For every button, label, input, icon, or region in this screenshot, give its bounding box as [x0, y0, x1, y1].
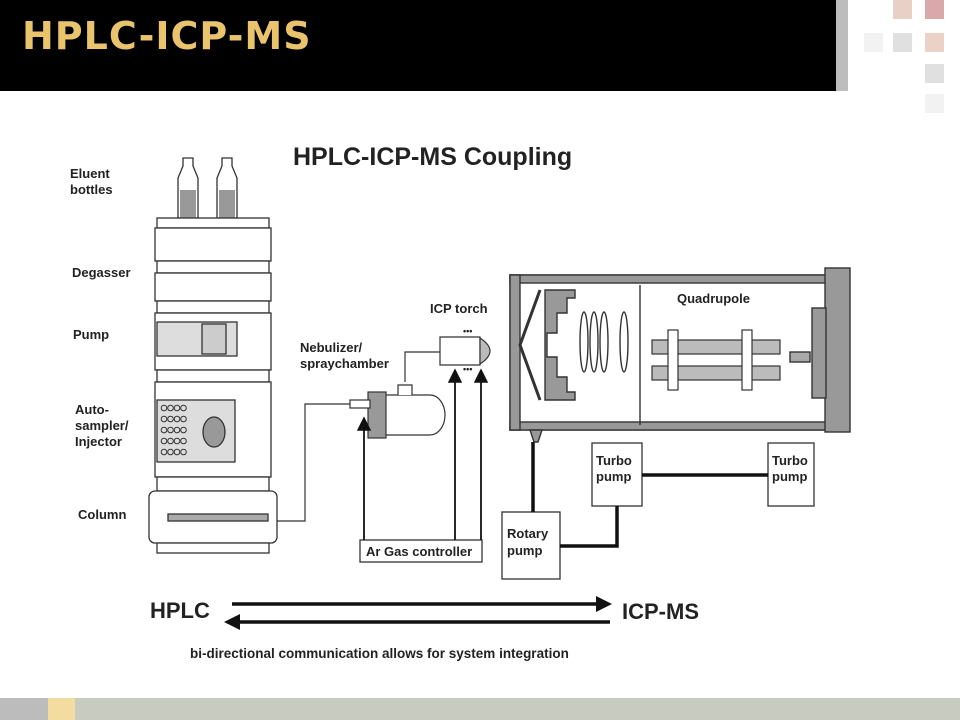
vial	[160, 415, 168, 423]
svg-text:•••: •••	[463, 326, 472, 336]
gas-lines	[356, 368, 489, 540]
vial	[180, 437, 187, 445]
footer-bar-left	[0, 698, 48, 720]
vial	[167, 426, 174, 434]
vial	[167, 404, 174, 412]
vial	[180, 426, 187, 434]
label-nebulizer-2: spraychamber	[300, 356, 389, 371]
vial	[167, 437, 174, 445]
communication-caption: bi-directional communication allows for …	[190, 646, 569, 661]
vial	[167, 448, 174, 456]
vial	[180, 448, 187, 456]
quadrupole-rods	[651, 329, 781, 391]
label-column: Column	[78, 507, 126, 522]
deco-square	[893, 33, 912, 52]
label-rotary-1: Rotary	[507, 526, 549, 541]
vial	[173, 404, 181, 412]
communication-arrows	[224, 596, 612, 630]
diagram-title: HPLC-ICP-MS Coupling	[293, 143, 572, 171]
label-ar-gas: Ar Gas controller	[366, 544, 472, 559]
label-hplc: HPLC	[150, 598, 210, 623]
ar-gas-controller	[359, 539, 483, 563]
vial	[173, 437, 181, 445]
vial	[160, 437, 168, 445]
label-icp-ms: ICP-MS	[622, 599, 699, 624]
slide-title: HPLC-ICP-MS	[22, 14, 312, 58]
deco-square	[925, 33, 944, 52]
degasser-module	[154, 227, 272, 262]
deco-square	[864, 33, 883, 52]
deco-square	[893, 0, 912, 19]
label-autosampler-3: Injector	[75, 434, 122, 449]
hplc-stack	[148, 157, 278, 554]
autosampler-vials	[160, 404, 187, 456]
hplc-labels: Eluent bottles Degasser Pump Auto- sampl…	[70, 166, 131, 522]
label-eluent-2: bottles	[70, 182, 113, 197]
label-icp-torch: ICP torch	[430, 301, 488, 316]
nebulizer-spraychamber	[349, 384, 446, 439]
title-bar: HPLC-ICP-MS	[0, 0, 836, 91]
vial	[173, 426, 181, 434]
label-turbo1-1: Turbo	[596, 453, 632, 468]
deco-square	[925, 94, 944, 113]
label-turbo1-2: pump	[596, 469, 631, 484]
vial	[167, 415, 174, 423]
label-turbo2-2: pump	[772, 469, 807, 484]
label-autosampler-1: Auto-	[75, 402, 109, 417]
label-autosampler-2: sampler/	[75, 418, 129, 433]
vial	[160, 426, 168, 434]
pumps	[359, 442, 815, 580]
svg-text:•••: •••	[463, 364, 472, 374]
footer-bar	[75, 698, 960, 720]
vial	[180, 404, 187, 412]
vial	[180, 415, 187, 423]
vial	[173, 448, 181, 456]
title-stripe	[836, 0, 848, 91]
label-rotary-2: pump	[507, 543, 542, 558]
deco-square	[925, 0, 944, 19]
label-nebulizer-1: Nebulizer/	[300, 340, 363, 355]
turbo-pump-1	[591, 442, 643, 507]
label-pump: Pump	[73, 327, 109, 342]
label-quadrupole: Quadrupole	[677, 291, 750, 306]
label-turbo2-1: Turbo	[772, 453, 808, 468]
vial	[173, 415, 181, 423]
icp-torch: ••• •••	[439, 326, 491, 374]
label-eluent-1: Eluent	[70, 166, 110, 181]
deco-square	[925, 64, 944, 83]
label-degasser: Degasser	[72, 265, 131, 280]
rotary-pump	[501, 511, 561, 580]
vial	[160, 448, 168, 456]
tubing	[277, 351, 440, 522]
footer-bar-accent	[48, 698, 75, 720]
turbo-pump-2	[767, 442, 815, 507]
vacuum-lines	[531, 442, 768, 548]
vial	[160, 404, 168, 412]
